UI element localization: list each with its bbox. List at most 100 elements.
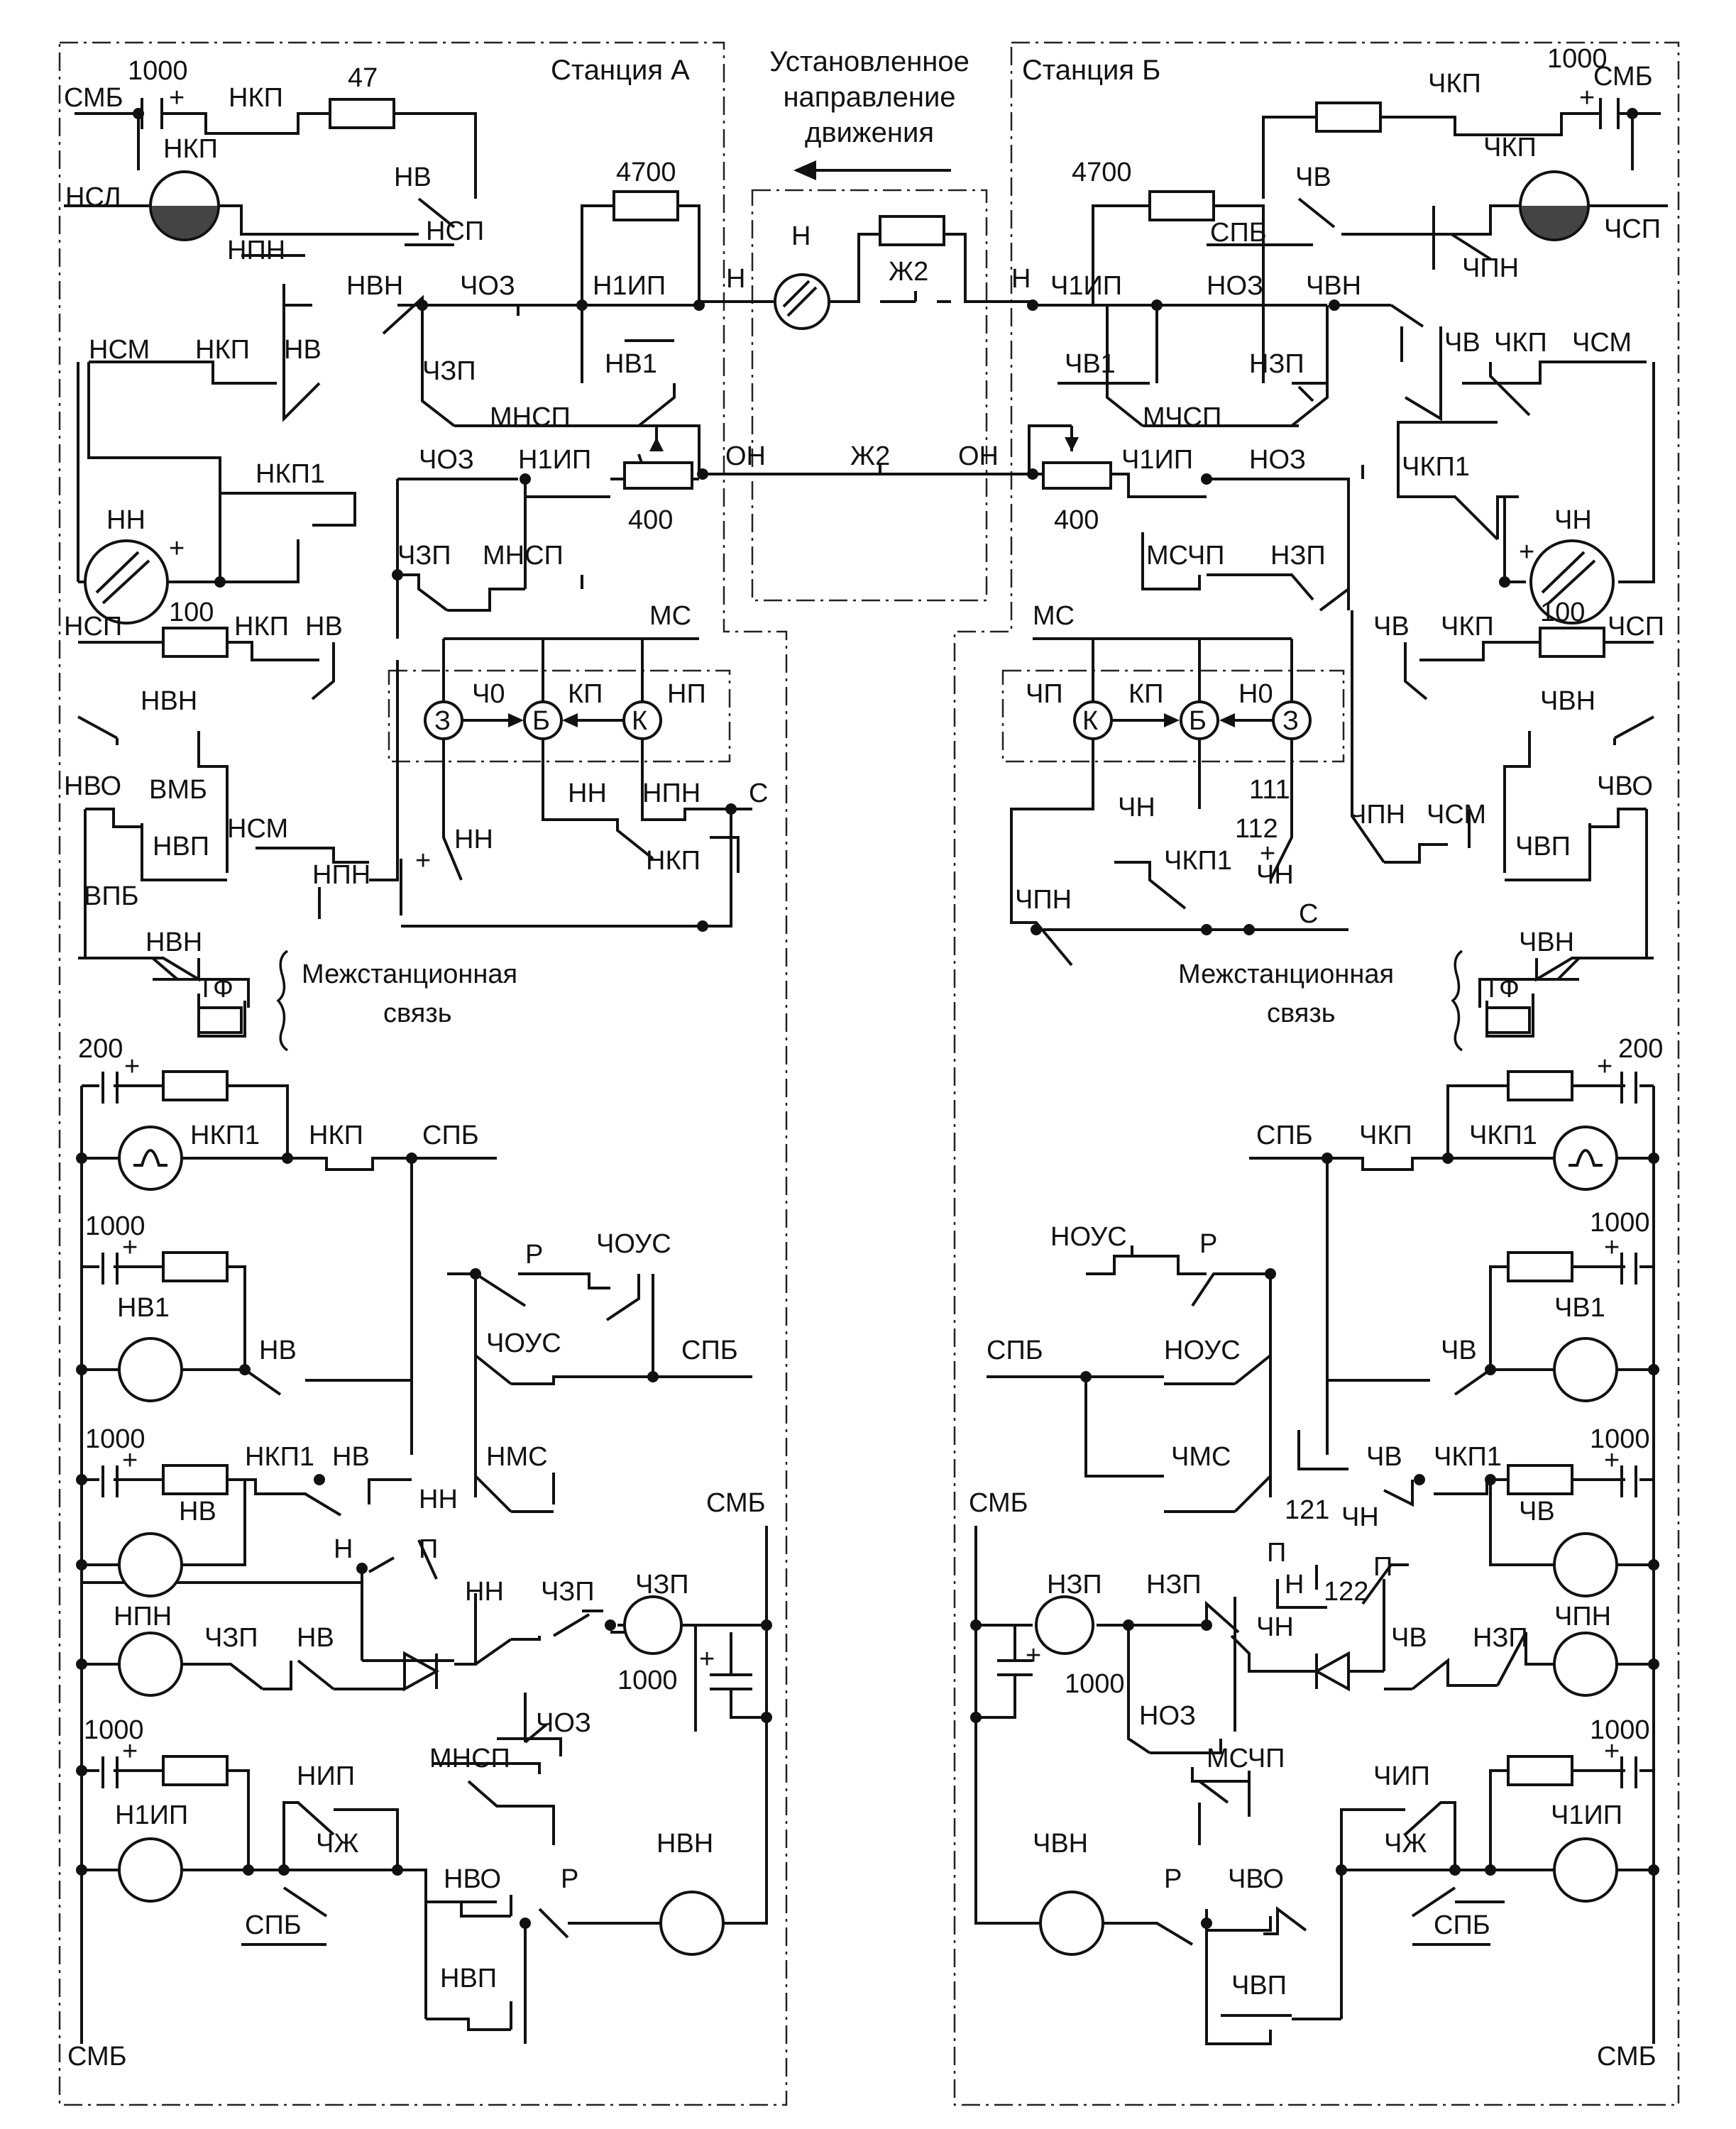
b-resistor-200 — [1507, 1070, 1573, 1101]
b-label-p-b2: П — [1373, 1552, 1392, 1582]
a-label-nkp1-3: НКП1 — [245, 1442, 314, 1472]
b-label-spb-3: СПБ — [1434, 1910, 1490, 1940]
a-label-spb-2: СПБ — [681, 1336, 738, 1365]
a-label-400-a: 400 — [628, 505, 673, 535]
label-n-right: Н — [1011, 264, 1031, 294]
a-label-choz-1: ЧОЗ — [460, 271, 515, 301]
a-node-29 — [278, 1864, 290, 1876]
a-relay-h1ip — [118, 1837, 183, 1903]
b-top-capacitor — [1599, 98, 1620, 129]
b-label-chsp-2: ЧСП — [1608, 612, 1664, 642]
a-label-s-a: С — [749, 779, 768, 808]
a-node-19 — [314, 1474, 325, 1485]
station-a: СМБ 1000 + НКП 47 НВ НСП НКП НСЛ НПН НВН… — [64, 56, 772, 2072]
a-label-nv-5: НВ — [179, 1497, 216, 1526]
b-node-14 — [1265, 1268, 1276, 1280]
b-label-noz-2: НОЗ — [1249, 445, 1306, 475]
contact-zh2-top — [880, 291, 951, 303]
a-label-spb-3: СПБ — [245, 1910, 302, 1940]
a-node-9 — [725, 803, 737, 815]
b-node-16 — [1485, 1364, 1496, 1375]
a-label-200-a: 200 — [78, 1034, 123, 1064]
a-nv-top — [82, 1465, 412, 1517]
b-label-mschp-1: МСЧП — [1146, 541, 1224, 571]
a-label-r-2: Р — [561, 1864, 578, 1894]
a-node-20 — [76, 1559, 87, 1570]
a-label-chzp-3: ЧЗП — [204, 1623, 258, 1653]
a-choz-mnsp-lower — [433, 1693, 562, 1845]
a-label-z: З — [434, 706, 451, 736]
a-label-nsp-2: НСП — [64, 612, 122, 642]
a-node-24 — [761, 1619, 772, 1631]
a-node-10 — [697, 920, 708, 932]
a-relay-arrowheads — [508, 713, 578, 727]
a-label-plus-top: + — [169, 83, 185, 113]
a-label-choz-3: ЧОЗ — [536, 1708, 591, 1738]
a-label-1000-top: 1000 — [128, 56, 188, 86]
b-label-plus-chn: + — [1519, 537, 1534, 567]
station-a-frame — [58, 41, 788, 2106]
b-label-nous-2: НОУС — [1164, 1336, 1241, 1365]
b-label-nzp-4: НЗП — [1146, 1570, 1202, 1600]
track-relays-frame-a — [388, 669, 731, 763]
a-label-nkp1-1: НКП1 — [256, 459, 325, 489]
b-node-18 — [1414, 1474, 1425, 1485]
b-chkp1 — [1397, 465, 1519, 541]
b-label-chkp-4: ЧКП — [1359, 1121, 1412, 1150]
a-node-28 — [243, 1864, 254, 1876]
b-label-chv-5: ЧВ — [1366, 1442, 1402, 1472]
b-label-chv-2: ЧВ — [1444, 328, 1480, 358]
a-npn-row — [82, 1568, 454, 1690]
a-node-22 — [76, 1658, 87, 1670]
a-resistor-100 — [162, 627, 229, 658]
a-node-16 — [470, 1268, 481, 1280]
a-label-chzp-1: ЧЗП — [422, 356, 476, 386]
b-node-2 — [1027, 299, 1038, 311]
a-resistor-47 — [329, 98, 395, 129]
a-chzp-mnsp-2 — [397, 497, 583, 612]
b-resistor-ch1ip — [1507, 1755, 1573, 1786]
b-label-h0: Н0 — [1238, 679, 1273, 709]
a-chzp-relay-wires — [582, 1610, 768, 1817]
b-label-plus-200-b: + — [1597, 1052, 1613, 1082]
a-resistor-h1ip — [162, 1755, 229, 1786]
b-label-chsm-2: ЧСМ — [1427, 800, 1486, 830]
b-200-row — [1446, 1072, 1654, 1158]
a-nsm-npn — [256, 660, 402, 919]
a-label-nvo-2: НВО — [444, 1864, 501, 1894]
b-node-4 — [1329, 299, 1340, 311]
a-chzp-capacitor — [710, 1632, 767, 1719]
a-label-p-switch: П — [419, 1534, 438, 1564]
b-label-chvn-1: ЧВН — [1306, 271, 1361, 301]
b-label-chkp-2: ЧКП — [1494, 328, 1547, 358]
wire-on — [699, 465, 1033, 475]
a-node-23 — [605, 1619, 616, 1631]
a-label-r-1: Р — [525, 1240, 543, 1270]
b-label-111: 111 — [1249, 775, 1290, 805]
b-label-chvo: ЧВО — [1597, 771, 1653, 801]
b-label-r-b1: Р — [1199, 1229, 1217, 1259]
b-node-10 — [1243, 924, 1255, 935]
a-label-ms-a: МС — [649, 601, 691, 631]
a-nsl-wires — [64, 114, 419, 257]
a-label-1000-chzp: 1000 — [617, 1666, 678, 1695]
b-node-17 — [1648, 1364, 1659, 1375]
b-label-chv-top: ЧВ — [1295, 163, 1331, 192]
a-label-nvp-2: НВП — [440, 1964, 497, 1993]
b-relay-chkp1 — [1553, 1126, 1618, 1191]
b-label-smb-bottom: СМБ — [1597, 2042, 1657, 2072]
b-label-nzp-3: НЗП — [1473, 1623, 1528, 1653]
signal-block: Ж2 Н Н Н ОН ОН Ж2 — [699, 215, 1033, 475]
a-label-ch0: Ч0 — [472, 679, 505, 709]
b-ch1ip-row — [1033, 204, 1424, 402]
b-ch1ip-top — [1489, 1756, 1654, 1870]
b-chvo-vmb — [1505, 808, 1648, 982]
b-node-25 — [1201, 1619, 1212, 1631]
a-nkp1-wire — [220, 492, 356, 527]
a-nkp1-row — [82, 1157, 497, 1171]
b-label-plus-top: + — [1579, 83, 1595, 113]
b-label-b: Б — [1189, 706, 1207, 736]
b-label-chvp-1: ЧВП — [1515, 832, 1571, 862]
b-label-chn-2: ЧН — [1118, 793, 1155, 823]
lamp-n-hatch — [782, 280, 818, 317]
